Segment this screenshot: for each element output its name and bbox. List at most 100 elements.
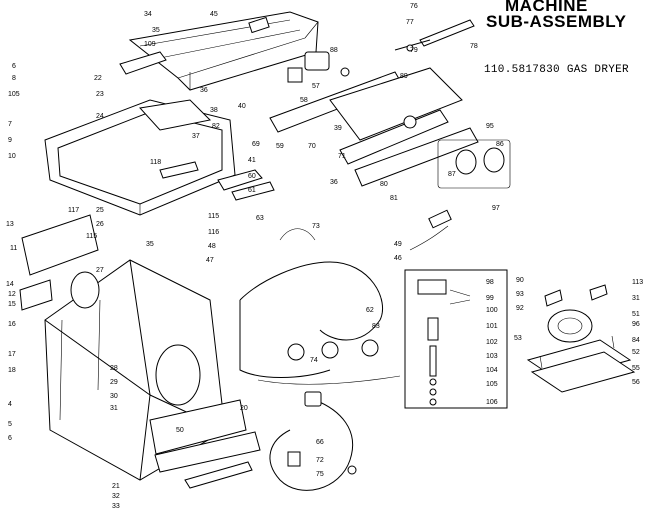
callout-c23: 23 bbox=[96, 91, 104, 98]
callout-c55: 55 bbox=[632, 365, 640, 372]
callout-c6b: 6 bbox=[8, 435, 12, 442]
callout-c26: 26 bbox=[96, 221, 104, 228]
callout-c45: 45 bbox=[210, 11, 218, 18]
callout-c35b: 35 bbox=[146, 241, 154, 248]
diagram-title-line1: MACHINE bbox=[505, 0, 588, 15]
callout-c14: 14 bbox=[6, 281, 14, 288]
callout-c50: 50 bbox=[176, 427, 184, 434]
callout-c69: 69 bbox=[252, 141, 260, 148]
callout-c24: 24 bbox=[96, 113, 104, 120]
control-panel-strip bbox=[269, 67, 479, 187]
callout-c103: 103 bbox=[486, 353, 498, 360]
callout-c56: 56 bbox=[632, 379, 640, 386]
wiring-harness bbox=[239, 228, 401, 385]
cabinet-body bbox=[44, 259, 247, 481]
callout-c102: 102 bbox=[486, 339, 498, 346]
callout-c77: 77 bbox=[406, 19, 414, 26]
callout-c46: 46 bbox=[394, 255, 402, 262]
callout-c35: 35 bbox=[152, 27, 160, 34]
callout-c15: 15 bbox=[8, 301, 16, 308]
callout-c60: 60 bbox=[248, 173, 256, 180]
callout-c40: 40 bbox=[238, 103, 246, 110]
callout-c38: 38 bbox=[210, 107, 218, 114]
callout-c106: 106 bbox=[486, 399, 498, 406]
callout-c72: 72 bbox=[316, 457, 324, 464]
top-cover bbox=[44, 99, 236, 216]
callout-c28: 28 bbox=[110, 365, 118, 372]
callout-c59: 59 bbox=[276, 143, 284, 150]
callout-c13: 13 bbox=[6, 221, 14, 228]
callout-c118: 118 bbox=[150, 159, 161, 166]
callout-c31b: 31 bbox=[632, 295, 640, 302]
callout-c47: 47 bbox=[206, 257, 214, 264]
callout-c100: 100 bbox=[486, 307, 498, 314]
callout-c92: 92 bbox=[516, 305, 524, 312]
callout-c109: 109 bbox=[144, 41, 156, 48]
callout-c101: 101 bbox=[486, 323, 498, 330]
callout-c71: 71 bbox=[338, 153, 346, 160]
callout-c90: 90 bbox=[516, 277, 524, 284]
callout-c6a: 6 bbox=[12, 63, 16, 70]
callout-c104: 104 bbox=[486, 367, 498, 374]
callout-c29: 29 bbox=[110, 379, 118, 386]
callout-c5: 5 bbox=[8, 421, 12, 428]
callout-c32: 32 bbox=[112, 493, 120, 500]
callout-c113: 113 bbox=[632, 279, 643, 286]
callout-c25: 25 bbox=[96, 207, 104, 214]
callout-c96: 96 bbox=[632, 321, 640, 328]
callout-c53: 53 bbox=[514, 335, 522, 342]
callout-c7: 7 bbox=[8, 121, 12, 128]
callout-c21: 21 bbox=[112, 483, 120, 490]
callout-c52: 52 bbox=[632, 349, 640, 356]
callout-c95: 95 bbox=[486, 123, 494, 130]
blower-duct-assembly bbox=[119, 11, 319, 91]
callout-c105a: 105 bbox=[8, 91, 20, 98]
callout-c16: 16 bbox=[8, 321, 16, 328]
callout-c66: 66 bbox=[316, 439, 324, 446]
callout-c80: 80 bbox=[380, 181, 388, 188]
callout-c20: 20 bbox=[240, 405, 248, 412]
idler-pulley-assembly bbox=[437, 139, 511, 189]
callout-c61: 61 bbox=[248, 187, 256, 194]
base-front bbox=[154, 431, 261, 489]
callout-c27: 27 bbox=[96, 267, 104, 274]
power-cord bbox=[269, 391, 357, 491]
callout-c30: 30 bbox=[110, 393, 118, 400]
callout-c116: 116 bbox=[208, 229, 219, 236]
callout-c11: 11 bbox=[10, 245, 17, 252]
burner-base-assembly bbox=[526, 284, 636, 393]
lint-rod-assembly bbox=[394, 19, 475, 52]
thermostat-parts bbox=[287, 51, 350, 83]
callout-c4: 4 bbox=[8, 401, 12, 408]
callout-c115b: 115 bbox=[86, 233, 97, 240]
callout-c79: 79 bbox=[410, 47, 418, 54]
callout-c12: 12 bbox=[8, 291, 16, 298]
callout-c82: 82 bbox=[212, 123, 220, 130]
callout-c93: 93 bbox=[516, 291, 524, 298]
callout-c36b: 36 bbox=[330, 179, 338, 186]
callout-c51: 51 bbox=[632, 311, 640, 318]
callout-c115: 115 bbox=[208, 213, 219, 220]
front-panel-trim bbox=[217, 169, 275, 201]
callout-c73: 73 bbox=[312, 223, 320, 230]
callout-c105b: 105 bbox=[486, 381, 498, 388]
callout-c81: 81 bbox=[390, 195, 398, 202]
callout-c34: 34 bbox=[144, 11, 152, 18]
callout-c37: 37 bbox=[192, 133, 200, 140]
diagram-title-line2: SUB-ASSEMBLY bbox=[486, 12, 627, 31]
callout-c89: 89 bbox=[400, 73, 408, 80]
callout-c10: 10 bbox=[8, 153, 16, 160]
detail-inset-box bbox=[404, 269, 508, 409]
callout-c58: 58 bbox=[300, 97, 308, 104]
model-number-label: 110.5817830 GAS DRYER bbox=[484, 64, 629, 76]
callout-c84: 84 bbox=[632, 337, 640, 344]
callout-c36: 36 bbox=[200, 87, 208, 94]
callout-c76: 76 bbox=[410, 3, 418, 10]
callout-c87: 87 bbox=[448, 171, 456, 178]
callout-c88: 88 bbox=[330, 47, 338, 54]
callout-c99: 99 bbox=[486, 295, 494, 302]
callout-c17: 17 bbox=[8, 351, 16, 358]
callout-c78: 78 bbox=[470, 43, 478, 50]
